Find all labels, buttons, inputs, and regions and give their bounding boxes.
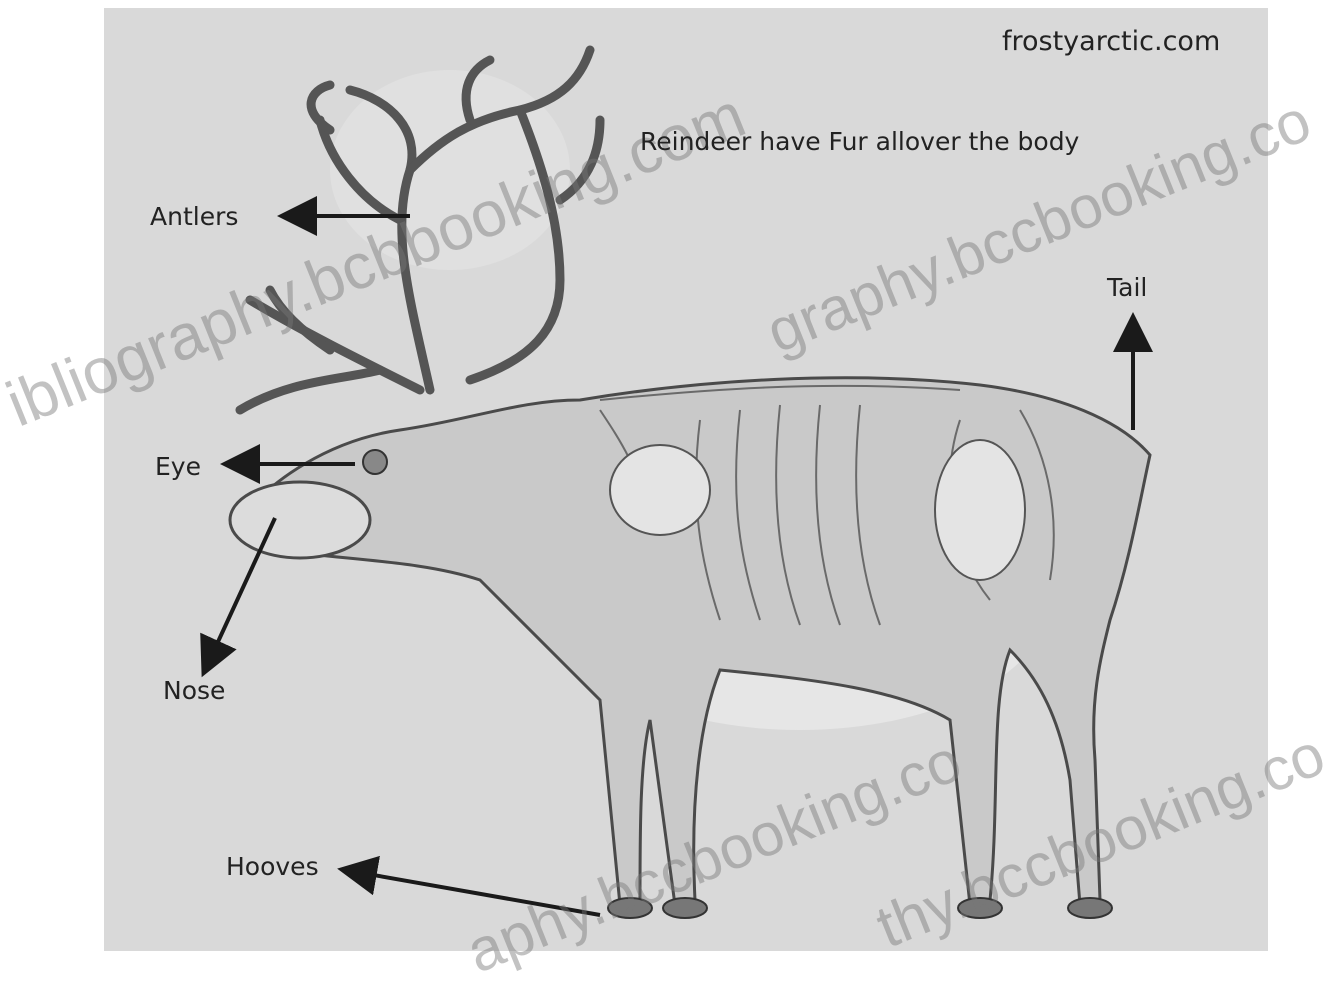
eye-drawing — [363, 450, 387, 474]
label-nose: Nose — [163, 676, 225, 705]
site-credit: frostyarctic.com — [1002, 26, 1220, 57]
shoulder-drawing — [610, 445, 710, 535]
hip-drawing — [935, 440, 1025, 580]
muzzle-drawing — [230, 482, 370, 558]
label-eye: Eye — [155, 452, 201, 481]
label-tail: Tail — [1107, 273, 1147, 302]
label-antlers: Antlers — [150, 202, 238, 231]
fur-note: Reindeer have Fur allover the body — [640, 127, 1079, 156]
diagram-canvas: ibliography.bcbbooking.com graphy.bccboo… — [0, 0, 1343, 951]
label-hooves: Hooves — [226, 852, 319, 881]
